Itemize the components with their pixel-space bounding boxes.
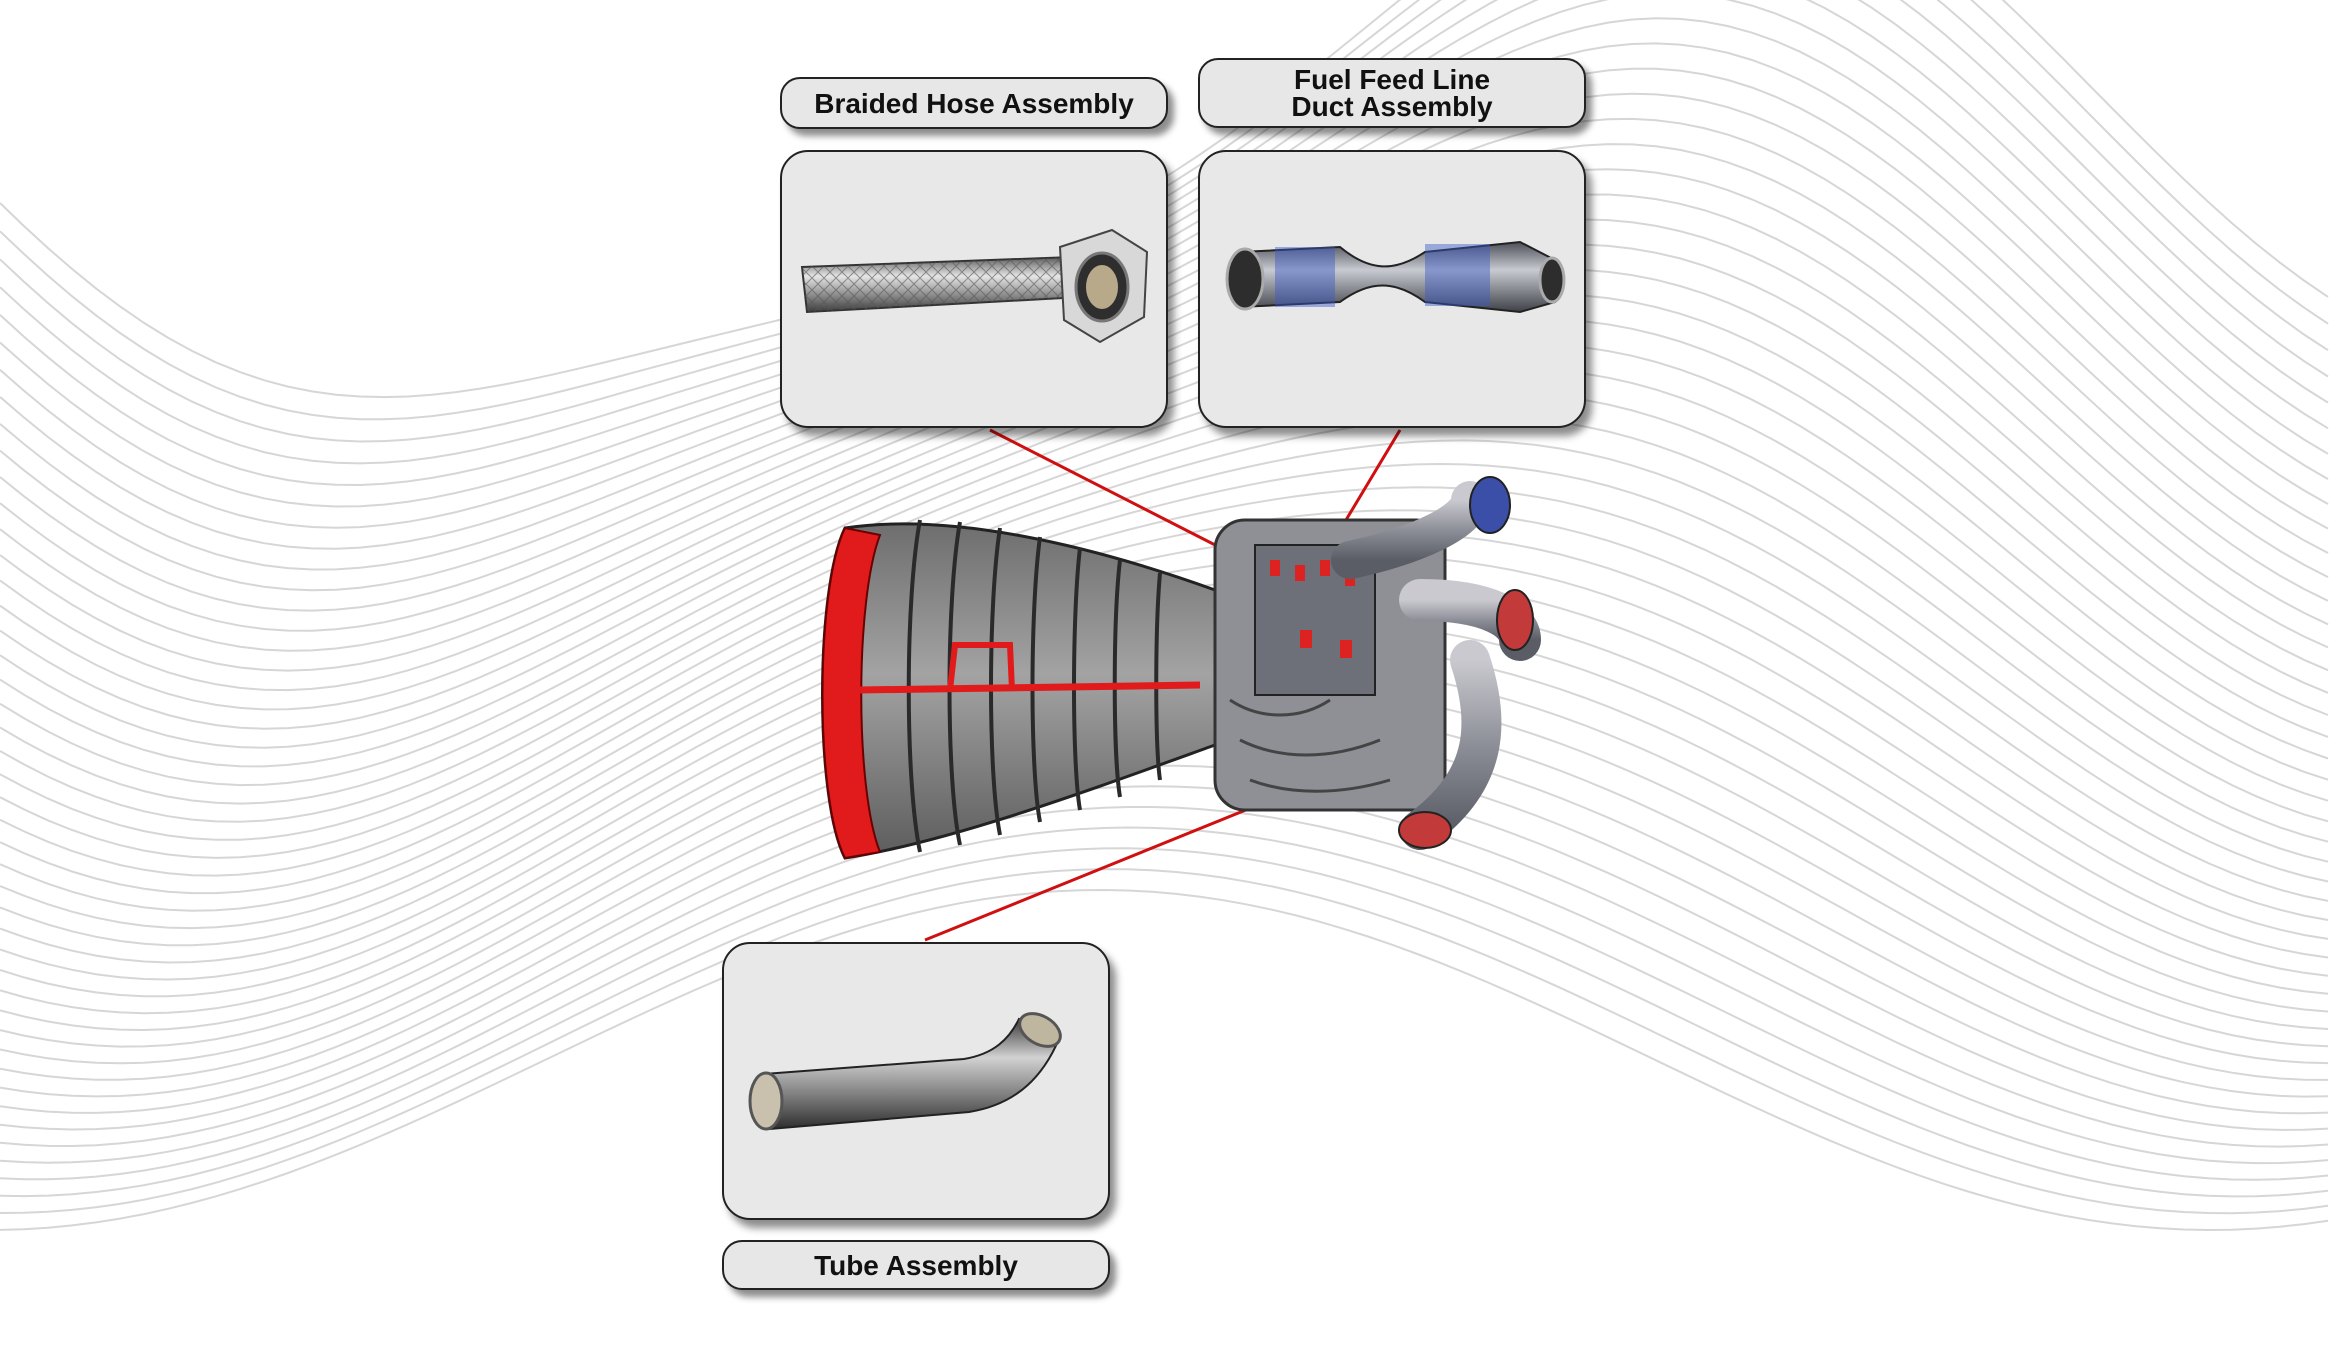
wave-line [0,342,2329,805]
braided-hose-image [800,228,1149,344]
wave-line [0,826,2329,1181]
wave-line [0,532,2329,947]
wave-line [0,806,2329,1165]
label-braided-hose: Braided Hose Assembly [780,77,1168,129]
wave-line [0,486,2329,912]
wave-line [0,415,2329,859]
wave-line [0,391,2329,841]
card-fuel-feed-line [1198,150,1586,428]
wave-line [0,764,2329,1131]
label-tube: Tube Assembly [722,1240,1110,1290]
bent-tube-image [748,1012,1062,1131]
wave-line [0,439,2329,877]
label-fuel-feed-line: Fuel Feed Line Duct Assembly [1198,58,1586,128]
wave-line [0,888,2329,1232]
card-tube [722,942,1110,1220]
wave-line [0,367,2329,823]
wave-line [0,847,2329,1198]
wave-line [0,509,2329,930]
leader-line-fuel-feed [1338,429,1402,531]
wave-line [0,462,2329,895]
card-braided-hose [780,150,1168,428]
leader-line-tube [924,786,1301,942]
wave-line [0,785,2329,1148]
fuel-duct-image [1225,240,1566,314]
wave-line [0,868,2329,1215]
